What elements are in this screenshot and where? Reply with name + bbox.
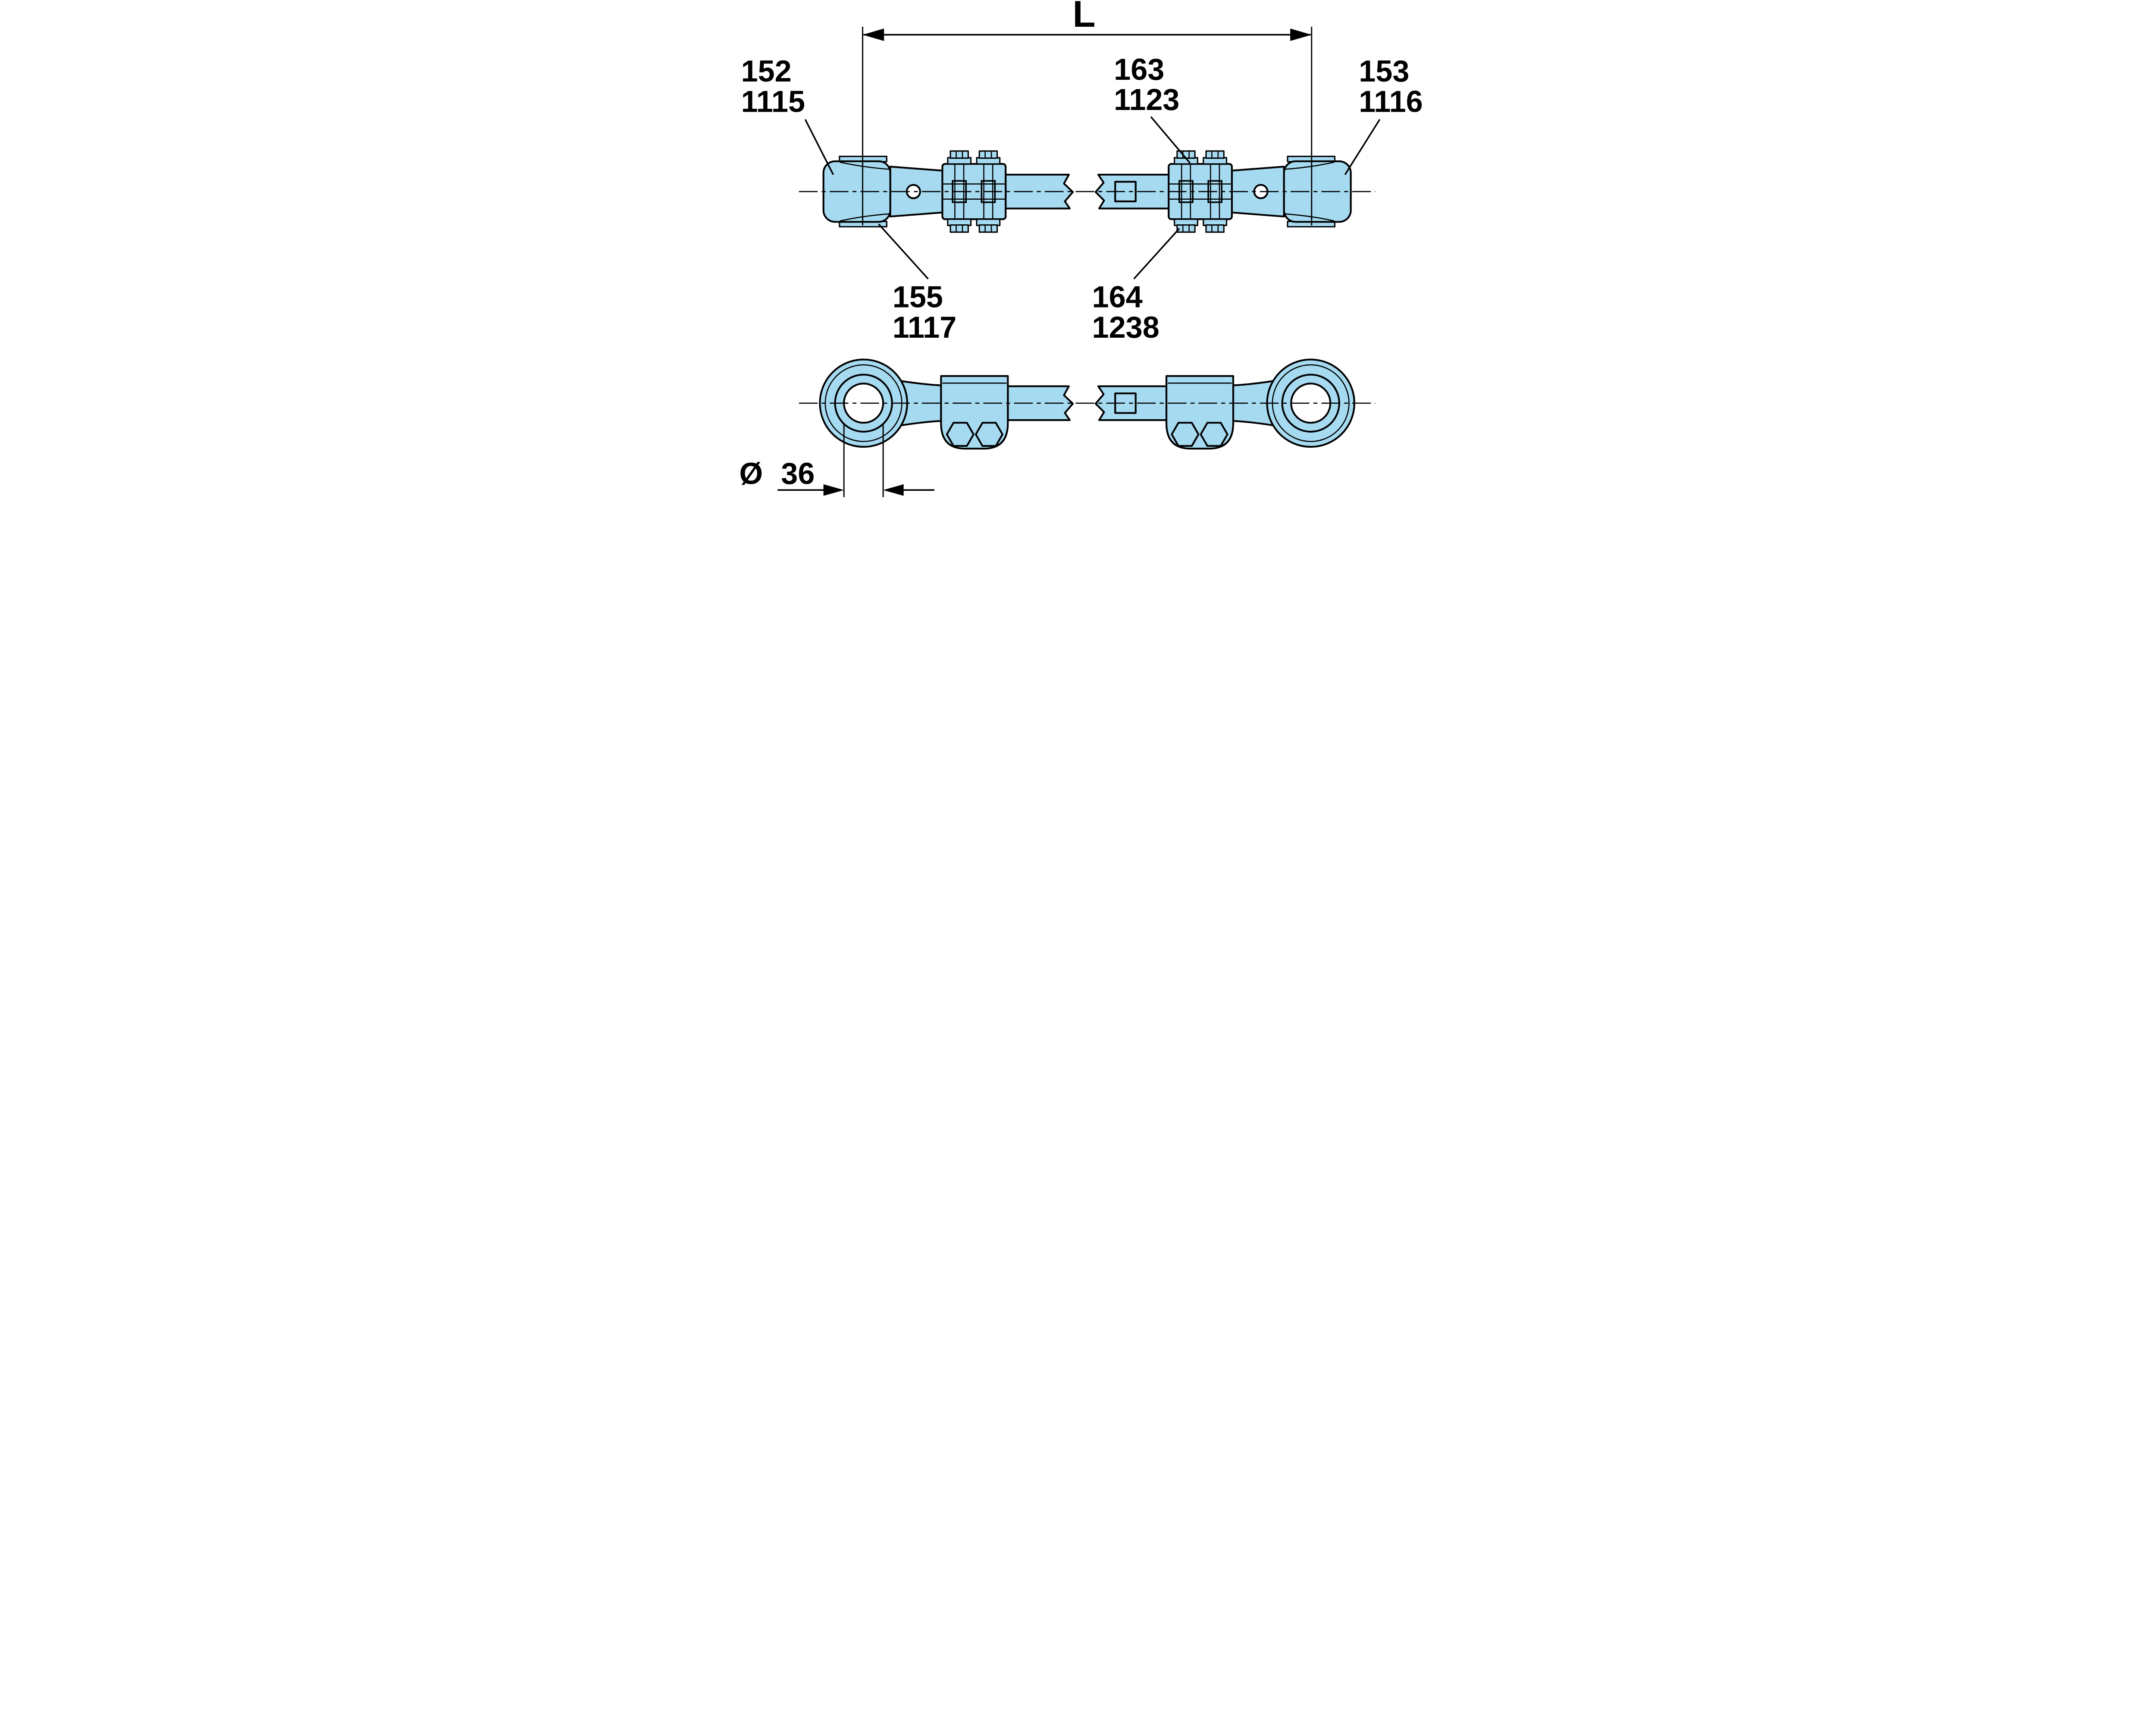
left-clamp-block [941, 163, 1007, 220]
left-clamp-bolt1-head-top [947, 150, 972, 165]
right-clamp-bolt2-head-top [1203, 150, 1228, 165]
right-ball-joint [1283, 156, 1352, 228]
callout-164-1238: 164 1238 [1092, 228, 1180, 344]
callout-153-line2: 1116 [1359, 84, 1423, 118]
left-ball-joint [822, 156, 891, 228]
left-clamp-hex-bolt1 [947, 423, 974, 446]
callout-152-line2: 1115 [741, 84, 805, 118]
diameter-arrow-right [883, 484, 904, 496]
length-arrow-right [1290, 28, 1312, 41]
diameter-dimension: Ø 36 [739, 423, 934, 497]
callout-153-leader [1344, 119, 1381, 175]
torque-rod-drawing: L Ø 36 152 1115 163 1123 153 1116 155 [733, 0, 1423, 500]
left-clamp-hex-bolt2 [976, 423, 1003, 446]
left-clamp-bolt2-nut-bottom [976, 218, 1001, 233]
length-dimension: L [862, 0, 1313, 226]
callout-152-leader [804, 119, 834, 175]
callout-152-line1: 152 [741, 54, 792, 88]
diameter-arrow-left [823, 484, 844, 496]
left-clamp-top-view [940, 375, 1009, 450]
left-ball-joint-contour-bottom [840, 213, 890, 222]
right-clamp-hex-bolt2 [1201, 423, 1228, 446]
right-ball-joint-contour-top [1284, 161, 1335, 170]
page: { "diagram": { "kind": "technical-drawin… [0, 0, 2156, 500]
callout-163-1123: 163 1123 [1114, 52, 1191, 164]
callout-164-line1: 164 [1092, 280, 1143, 314]
callout-152-1115: 152 1115 [741, 54, 834, 175]
left-ball-joint-contour-top [840, 161, 890, 170]
diameter-dimension-label: Ø 36 [739, 456, 815, 490]
callout-153-line1: 153 [1359, 54, 1409, 88]
callout-163-line1: 163 [1114, 52, 1164, 86]
side-view [799, 150, 1376, 233]
callout-163-leader [1150, 116, 1191, 164]
left-clamp [941, 150, 1007, 233]
left-clamp-bolt1-nut-bottom [947, 218, 972, 233]
right-clamp-top-view [1165, 375, 1235, 450]
callout-155-line1: 155 [893, 280, 943, 314]
callout-155-line2: 1117 [893, 310, 956, 344]
callout-155-leader [878, 223, 929, 279]
right-clamp-hex-bolt1 [1172, 423, 1198, 446]
callout-164-leader [1133, 228, 1180, 279]
right-clamp-bolt2-nut-bottom [1203, 218, 1228, 233]
top-view [799, 358, 1376, 450]
callout-155-1117: 155 1117 [878, 223, 956, 344]
left-clamp-bolt2-head-top [976, 150, 1001, 165]
callouts: 152 1115 163 1123 153 1116 155 1117 164 … [741, 52, 1423, 344]
right-ball-joint-contour-bottom [1284, 213, 1335, 222]
length-dimension-label: L [1072, 0, 1095, 35]
callout-163-line2: 1123 [1114, 82, 1179, 116]
length-arrow-left [862, 28, 884, 41]
right-eye [1266, 358, 1355, 448]
technical-drawing-canvas: L Ø 36 152 1115 163 1123 153 1116 155 [739, 0, 1423, 497]
callout-164-line2: 1238 [1092, 310, 1159, 344]
callout-153-1116: 153 1116 [1344, 54, 1423, 175]
